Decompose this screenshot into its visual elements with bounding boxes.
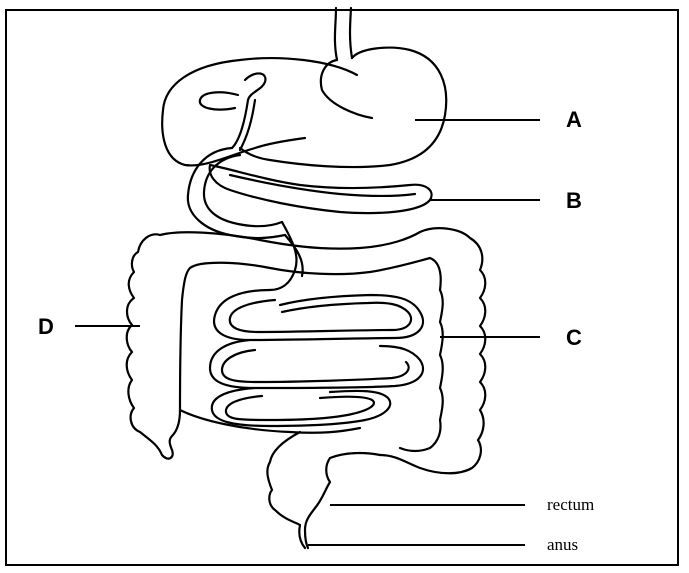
label-a: A [566,107,582,132]
rectum [267,432,380,548]
stomach [240,48,446,167]
label-c: C [566,325,582,350]
large-intestine [127,228,486,473]
label-rectum: rectum [547,495,594,514]
small-intestine [210,290,423,426]
label-anus: anus [547,535,578,554]
caecum [180,410,360,433]
gall-bladder [200,73,266,109]
diagram-border [6,10,678,565]
label-b: B [566,188,582,213]
jejunum [270,222,303,290]
oesophagus [335,8,352,60]
label-d: D [38,314,54,339]
pancreas [210,165,432,213]
